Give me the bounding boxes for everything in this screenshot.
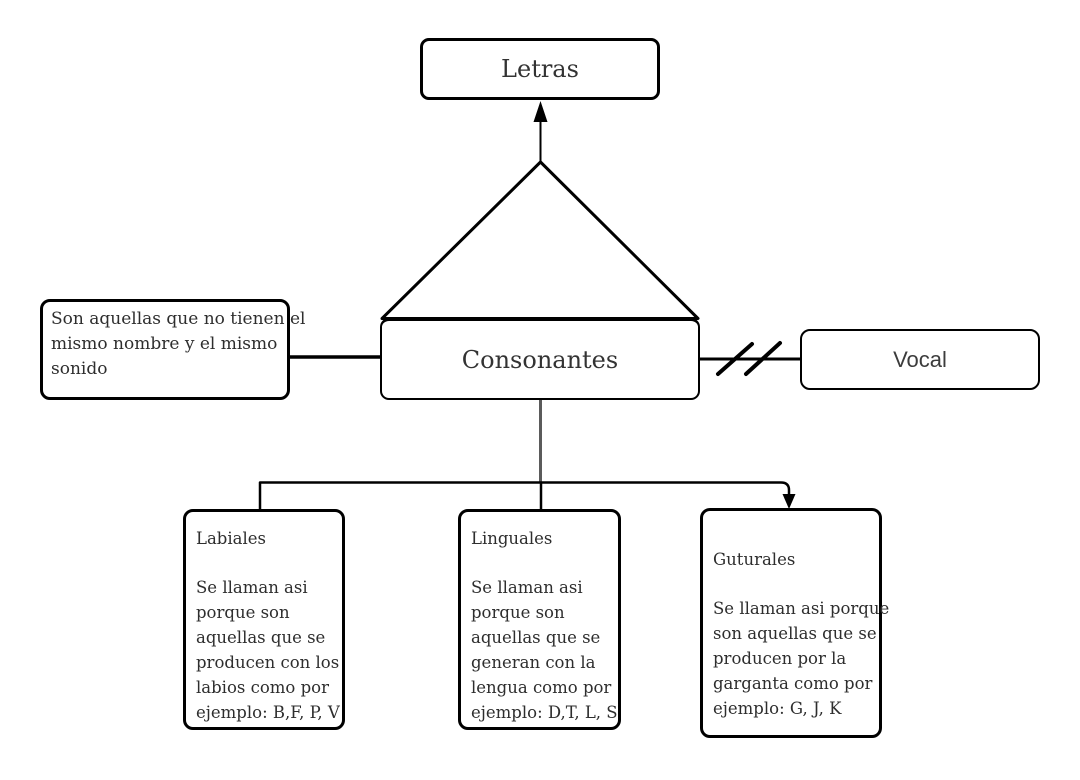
double-slash-mark-1-icon — [716, 342, 754, 376]
labiales-body: Se llaman asi porque son aquellas que se… — [196, 578, 340, 722]
guturales-title: Guturales — [713, 550, 796, 569]
linguales-body: Se llaman asi porque son aquellas que se… — [471, 578, 618, 722]
node-consonantes: Consonantes — [380, 318, 700, 400]
labiales-title: Labiales — [196, 529, 266, 548]
node-letras: Letras — [420, 38, 660, 100]
arrow-to-guturales-icon — [782, 494, 796, 509]
arrow-to-letras-icon — [533, 101, 548, 122]
node-guturales: Guturales Se llaman asi porque son aquel… — [700, 508, 890, 738]
node-vocal: Vocal — [800, 329, 1040, 390]
double-slash-mark-2-icon — [744, 341, 782, 376]
consonantes-label: Consonantes — [461, 345, 619, 374]
definition-text: Son aquellas que no tienen el mismo nomb… — [51, 309, 306, 379]
letras-label: Letras — [501, 55, 579, 83]
triangle-shape — [380, 160, 700, 320]
node-linguales: Linguales Se llaman asi porque son aquel… — [458, 509, 621, 730]
guturales-body: Se llaman asi porque son aquellas que se… — [713, 599, 890, 718]
branch-connector — [258, 481, 791, 510]
vocal-label: Vocal — [893, 346, 947, 372]
linguales-title: Linguales — [471, 529, 553, 548]
node-definition: Son aquellas que no tienen el mismo nomb… — [40, 299, 306, 400]
node-labiales: Labiales Se llaman asi porque son aquell… — [183, 509, 345, 730]
